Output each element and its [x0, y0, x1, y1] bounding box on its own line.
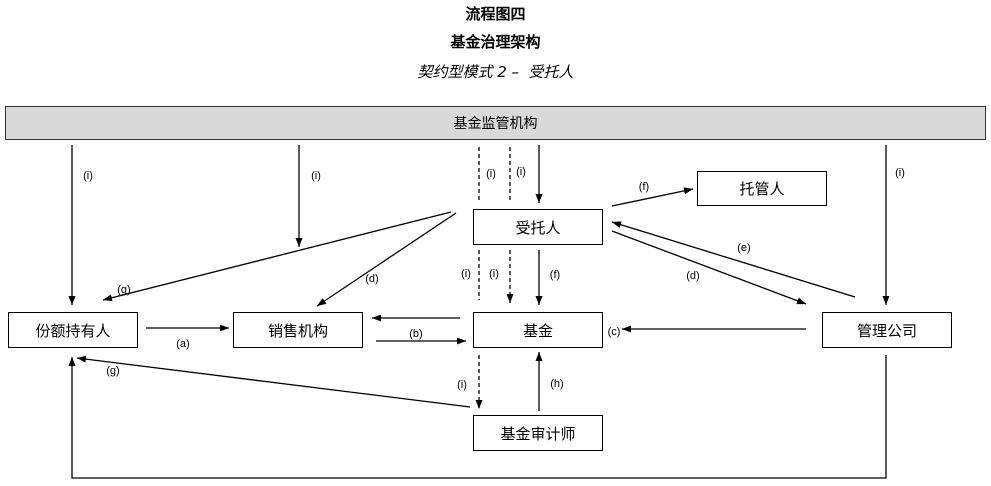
label-trustee-manager: (d) — [686, 270, 699, 282]
label-trustee-distributor: (d) — [365, 273, 378, 285]
node-fund: 基金 — [473, 312, 603, 348]
diagram-subtitle: 基金治理架构 — [450, 33, 541, 51]
arrow-trustee-to-manager — [611, 230, 807, 305]
label-manager-fund: (c) — [608, 326, 621, 338]
label-auditor-unitholders: (g) — [106, 365, 119, 377]
node-fund-regulator: 基金监管机构 — [5, 106, 986, 140]
label-unitholders-distributor: (a) — [176, 338, 189, 350]
label-manager-trustee: (e) — [737, 242, 750, 254]
node-fund-auditor: 基金审计师 — [473, 415, 603, 451]
arrow-trustee-to-distributor — [316, 212, 457, 307]
node-management-company: 管理公司 — [822, 312, 952, 348]
label-trustee-fund: (f) — [550, 269, 560, 281]
label-trustee-custodian: (f) — [639, 181, 649, 193]
arrow-trustee-to-unitholders — [102, 211, 452, 302]
arrow-auditor-to-unitholders — [76, 355, 471, 408]
node-unitholders: 份额持有人 — [8, 312, 138, 348]
label-regulator-trustee: (i) — [516, 166, 526, 178]
label-trustee-fund-dashed-left: (i) — [461, 268, 471, 280]
label-fund-auditor: (i) — [457, 379, 467, 391]
label-auditor-fund: (h) — [550, 378, 563, 390]
arrow-manager-to-unitholders-loop — [68, 355, 887, 479]
label-trustee-fund-dashed-right: (i) — [489, 268, 499, 280]
diagram-title: 流程图四 — [465, 5, 526, 23]
label-trustee-unitholders: (g) — [117, 284, 130, 296]
diagram-model-caption: 契约型模式 2 – 受托人 — [417, 63, 574, 81]
label-regulator-manager: (i) — [895, 167, 905, 179]
label-regulator-unitholders: (i) — [83, 170, 93, 182]
node-trustee: 受托人 — [473, 209, 603, 245]
node-custodian: 托管人 — [697, 171, 827, 206]
label-regulator-trustee-dashed: (i) — [486, 168, 496, 180]
arrow-manager-to-trustee — [611, 221, 856, 298]
label-distributor-fund: (b) — [409, 328, 422, 340]
label-regulator-distributor: (i) — [311, 170, 321, 182]
arrow-trustee-to-custodian — [611, 187, 694, 207]
node-distributor: 销售机构 — [233, 312, 363, 348]
